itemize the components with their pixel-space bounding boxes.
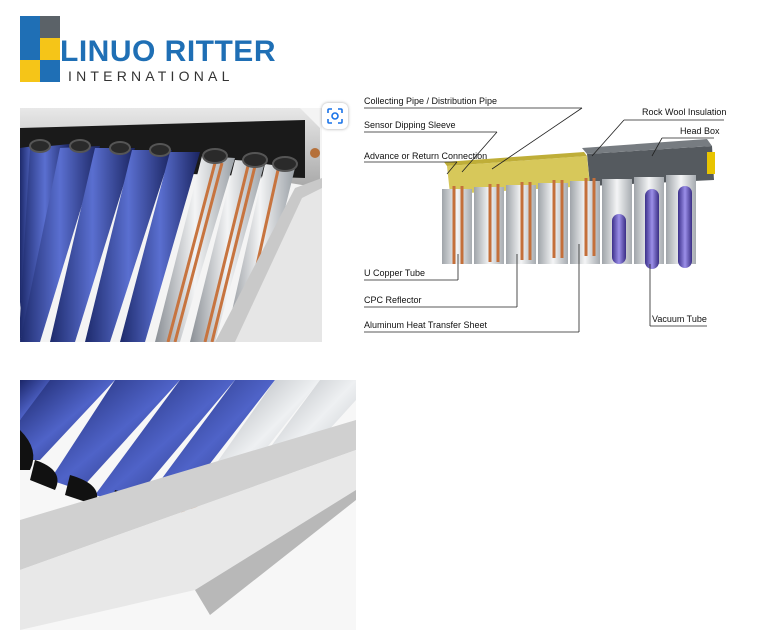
label-rock-wool: Rock Wool Insulation	[642, 107, 727, 117]
label-sensor-sleeve: Sensor Dipping Sleeve	[364, 120, 456, 130]
label-head-box: Head Box	[680, 126, 720, 136]
collector-diagram[interactable]: Collecting Pipe / Distribution Pipe Sens…	[362, 94, 734, 340]
product-photo-collector-top[interactable]	[20, 108, 322, 342]
collector-top-illustration	[20, 108, 322, 342]
collector-cutaway-illustration	[364, 107, 724, 333]
lens-scan-icon	[327, 108, 343, 124]
brand-logo: LINUO RITTER INTERNATIONAL	[20, 16, 276, 86]
visual-search-button[interactable]	[322, 103, 348, 129]
label-aluminum-sheet: Aluminum Heat Transfer Sheet	[364, 320, 488, 330]
product-photo-collector-corner[interactable]	[20, 380, 356, 630]
label-u-copper-tube: U Copper Tube	[364, 268, 426, 278]
brand-name: LINUO RITTER	[60, 35, 276, 68]
label-advance-return: Advance or Return Connection	[364, 151, 488, 161]
brand-subtitle: INTERNATIONAL	[68, 68, 234, 84]
logo-mark-icon	[20, 16, 60, 82]
label-collecting-pipe: Collecting Pipe / Distribution Pipe	[364, 96, 498, 106]
label-cpc-reflector: CPC Reflector	[364, 295, 422, 305]
collector-corner-illustration	[20, 380, 356, 630]
label-vacuum-tube: Vacuum Tube	[652, 314, 707, 324]
